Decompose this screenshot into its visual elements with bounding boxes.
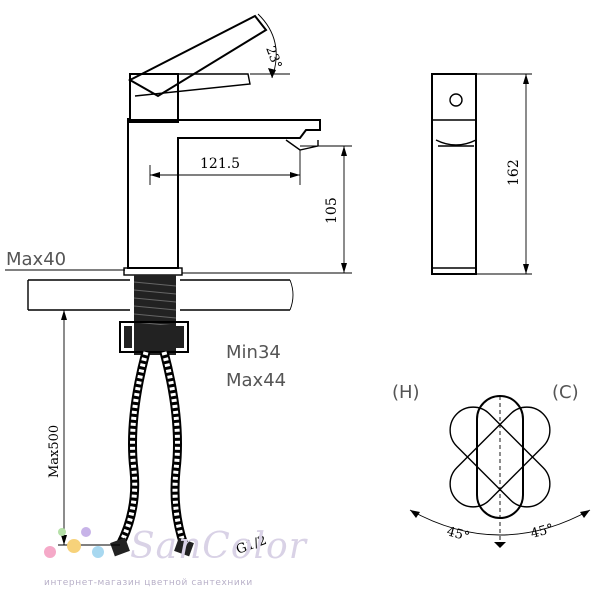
cold-angle-label: 45° bbox=[529, 521, 555, 541]
spout-reach-label: 121.5 bbox=[200, 156, 240, 172]
hose-fitting-cold bbox=[174, 537, 194, 557]
min-hole-label: Min34 bbox=[226, 342, 281, 363]
watermark-dot bbox=[81, 527, 91, 537]
handle-cold-position bbox=[449, 406, 551, 508]
faucet-side-view bbox=[123, 14, 321, 276]
max-hole-label: Max44 bbox=[226, 370, 286, 391]
watermark-tagline: интернет-магазин цветной сантехники bbox=[44, 578, 253, 588]
hot-label: (H) bbox=[392, 382, 420, 403]
mounting-nut bbox=[119, 321, 189, 353]
base-plate bbox=[123, 267, 183, 276]
hose-length-dimension: Max500 bbox=[47, 310, 120, 546]
spout-reach-dimension: 121.5 bbox=[149, 150, 301, 185]
hose-cold bbox=[159, 350, 189, 547]
handle-lever-raised bbox=[127, 14, 268, 98]
watermark-dot bbox=[67, 539, 81, 553]
handle-center bbox=[476, 395, 524, 519]
watermark-dot bbox=[58, 528, 66, 536]
braided-hoses: G1/2 bbox=[110, 350, 269, 558]
spout-height-label: 105 bbox=[324, 197, 340, 224]
hose-fitting-hot bbox=[110, 537, 130, 557]
handle-position-view: (H) (C) 45° 45° bbox=[392, 382, 591, 548]
threaded-shank: Min34 Max44 bbox=[119, 275, 286, 391]
aerator bbox=[285, 139, 319, 151]
hose-length-label: Max500 bbox=[47, 425, 62, 478]
faucet-front-view: 162 bbox=[431, 73, 532, 275]
cold-label: (C) bbox=[552, 382, 579, 403]
angle-dimension: 23° bbox=[250, 13, 290, 79]
front-screw bbox=[449, 93, 463, 107]
rotation-arc bbox=[409, 509, 591, 536]
watermark-dot bbox=[44, 546, 56, 558]
spout-height-dimension: 105 bbox=[182, 145, 352, 274]
faucet-body bbox=[127, 118, 321, 269]
total-height-label: 162 bbox=[506, 159, 522, 186]
handle-block bbox=[129, 73, 179, 123]
hot-angle-label: 45° bbox=[445, 524, 471, 544]
handle-hot-position bbox=[449, 406, 551, 508]
front-body bbox=[431, 73, 477, 275]
watermark-dots bbox=[44, 527, 104, 558]
watermark-brand: SanColor bbox=[130, 526, 307, 567]
max-deck-label: Max40 bbox=[6, 249, 66, 270]
counter-deck: Max40 bbox=[5, 249, 294, 311]
angle-label: 23° bbox=[262, 44, 284, 71]
handle-lever-closed bbox=[130, 73, 251, 97]
watermark-dot bbox=[92, 546, 104, 558]
